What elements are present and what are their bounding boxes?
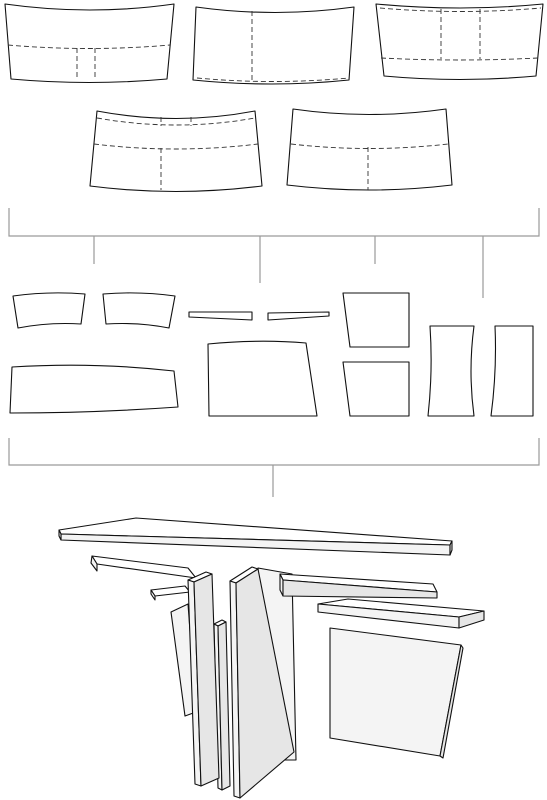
part-large-trapezoid [207, 340, 318, 417]
part-small-curved-left [12, 292, 86, 329]
right-beam [279, 573, 438, 599]
part-lower-trapezoid [342, 361, 410, 417]
upper-bracket [8, 208, 540, 298]
cut-parts-row [9, 292, 534, 417]
lower-bracket [8, 438, 540, 497]
second-row-panels [89, 108, 453, 193]
top-row-panels [4, 3, 544, 85]
assembled-structure [58, 517, 485, 799]
right-shelf [317, 598, 485, 629]
part-small-curved-right [102, 292, 176, 329]
part-thin-strip-left [188, 311, 253, 321]
part-upper-trapezoid [342, 292, 410, 348]
part-tall-panel-right [490, 325, 534, 417]
panel-mid-right [286, 108, 453, 191]
part-tall-panel-left [427, 325, 475, 417]
small-shelf [150, 585, 191, 601]
panel-top-right [375, 3, 544, 81]
part-long-curved-bar [9, 364, 179, 414]
front-right-tall-panel [229, 566, 295, 799]
panel-mid-left [89, 110, 263, 193]
inner-thin-panel [213, 619, 231, 791]
large-right-panel [329, 627, 464, 759]
top-slab [58, 517, 453, 556]
panel-top-center [192, 6, 355, 85]
left-beam [90, 555, 197, 579]
panel-top-left [4, 3, 175, 84]
front-left-tall-panel [187, 571, 220, 787]
part-thin-strip-right [267, 311, 330, 321]
